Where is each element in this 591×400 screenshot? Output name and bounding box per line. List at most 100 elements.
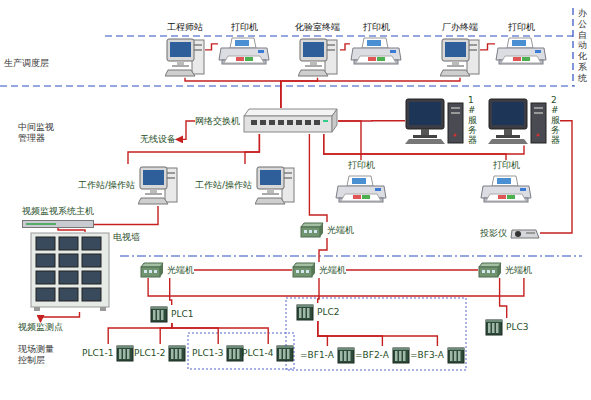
drawing-part	[377, 57, 385, 61]
drawing-part	[513, 57, 521, 61]
node-label: PLC1-1	[82, 348, 113, 359]
server-icon	[488, 97, 548, 145]
drawing-part	[327, 49, 335, 51]
node-label: 无线设备	[140, 134, 176, 145]
device-drawing	[440, 36, 480, 78]
network-link	[318, 321, 328, 346]
drawing-part	[492, 270, 495, 273]
drawing-part	[255, 198, 285, 204]
network-link	[160, 323, 172, 344]
layer-label: 现场测量控制层	[18, 344, 54, 366]
drawing-part	[448, 348, 464, 363]
drawing-part	[309, 230, 312, 233]
layer-label: 办公自动化系统	[578, 8, 587, 84]
node-label: 厂办终端	[442, 22, 478, 33]
layer-divider	[0, 85, 575, 86]
device-drawing	[226, 344, 244, 362]
drawing-part	[479, 263, 501, 267]
device-drawing	[495, 36, 547, 66]
drawing-part	[34, 307, 40, 311]
device-drawing	[405, 97, 465, 145]
node-label: PLC3	[506, 322, 528, 333]
drawing-part	[277, 346, 293, 361]
optical-transceiver-node: 光端机	[300, 222, 354, 238]
drawing-part	[303, 308, 306, 318]
network-link	[324, 134, 524, 154]
network-link	[346, 269, 478, 270]
device-drawing	[30, 232, 110, 312]
drawing-part	[312, 263, 315, 277]
drawing-part	[307, 308, 310, 318]
network-link	[58, 228, 85, 232]
printer-node: 打印机	[495, 22, 547, 66]
network-link	[172, 323, 269, 344]
drawing-part	[26, 223, 56, 225]
server-node: 1#服务器	[405, 96, 477, 145]
node-label: 网络交换机	[195, 116, 240, 127]
node-label: 视频监视系统主机	[22, 206, 94, 217]
drawing-part	[245, 57, 253, 61]
drawing-part	[23, 220, 94, 227]
drawing-part	[127, 349, 130, 359]
drawing-part	[165, 70, 195, 76]
network-link	[318, 321, 383, 346]
plc-icon	[447, 346, 465, 364]
drawing-part	[469, 49, 477, 51]
network-link	[41, 312, 80, 322]
drawing-part	[237, 349, 240, 359]
drawing-part	[236, 57, 244, 61]
opt-icon	[300, 222, 324, 238]
drawing-part	[36, 237, 55, 250]
drawing-part	[305, 120, 311, 125]
drawing-part	[310, 61, 317, 65]
layer-divider	[572, 8, 573, 86]
drawing-part	[496, 323, 499, 333]
plc-node: PLC1-3	[192, 344, 244, 362]
drawing-part	[445, 42, 466, 57]
drawing-part	[314, 230, 317, 233]
drawing-part	[413, 135, 437, 138]
drawing-part	[170, 42, 191, 57]
drawing-part	[251, 120, 257, 125]
printer-node: 打印机	[480, 160, 532, 204]
network-link	[324, 134, 506, 160]
node-label: PLC1-4	[242, 348, 273, 359]
device-drawing	[140, 262, 164, 278]
drawing-part	[140, 167, 167, 189]
node-label: 打印机	[493, 160, 520, 171]
drawing-part	[82, 288, 101, 301]
switch-node: 网络交换机	[195, 108, 338, 134]
node-label: 光端机	[327, 225, 354, 236]
drawing-part	[488, 323, 491, 333]
drawing-part	[405, 139, 445, 144]
drawing-part	[117, 346, 133, 361]
device-drawing	[488, 97, 548, 145]
device-drawing	[300, 222, 324, 238]
network-link	[172, 323, 219, 344]
drawing-part	[338, 348, 354, 363]
drawing-part	[486, 320, 502, 335]
node-label: 打印机	[363, 22, 390, 33]
plc-node: PLC2	[296, 303, 339, 321]
drawing-part	[82, 237, 101, 250]
drawing-part	[119, 349, 122, 359]
network-link	[480, 44, 495, 50]
plc-node: =BF2-A	[355, 346, 410, 364]
node-label: 工作站/操作站	[195, 180, 252, 191]
drawing-part	[227, 346, 243, 361]
drawing-part	[150, 189, 157, 193]
server-icon	[405, 97, 465, 145]
drawing-part	[296, 270, 299, 273]
drawing-part	[507, 195, 515, 199]
drawing-part	[537, 133, 540, 136]
monitor-point-node: 视频监测点	[18, 322, 63, 333]
device-drawing	[165, 36, 205, 78]
drawing-part	[257, 167, 284, 189]
printer-icon	[218, 36, 270, 66]
plc-node: =BF3-A	[410, 346, 465, 364]
network-link	[309, 134, 327, 222]
drawing-part	[489, 99, 527, 129]
drawing-part	[393, 348, 409, 363]
drawing-part	[31, 233, 109, 307]
